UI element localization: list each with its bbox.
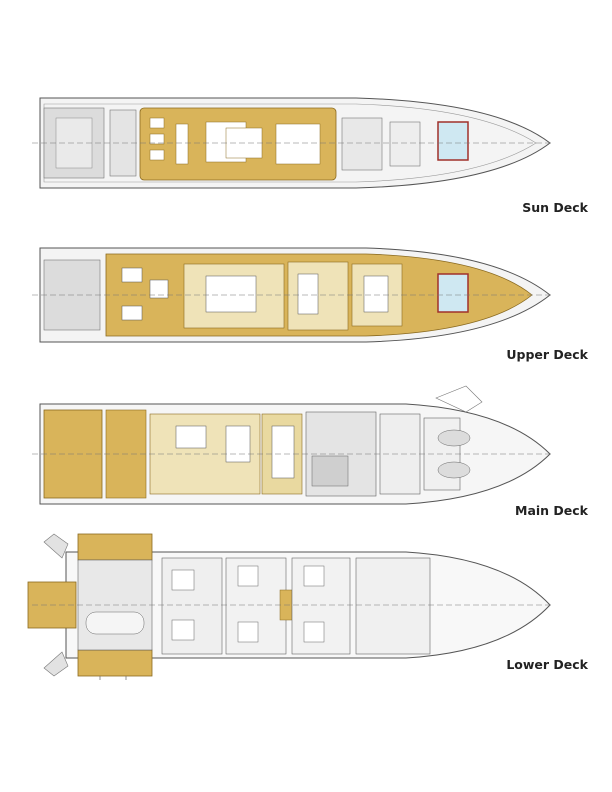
main-deck-plan: Main Deck	[0, 382, 612, 522]
sun-deck-drawing	[32, 97, 554, 189]
sun-deck-label: Sun Deck	[522, 200, 588, 215]
upper-deck-plan: Upper Deck	[0, 240, 612, 370]
upper-deck-label: Upper Deck	[506, 347, 588, 362]
upper-deck-drawing	[32, 247, 554, 343]
lower-deck-plan: Lower Deck	[0, 530, 612, 680]
sun-deck-plan: Sun Deck	[0, 88, 612, 220]
main-deck-label: Main Deck	[515, 503, 588, 518]
lower-deck-label: Lower Deck	[506, 657, 588, 672]
lower-deck-drawing	[27, 533, 554, 680]
main-deck-drawing	[32, 385, 554, 505]
